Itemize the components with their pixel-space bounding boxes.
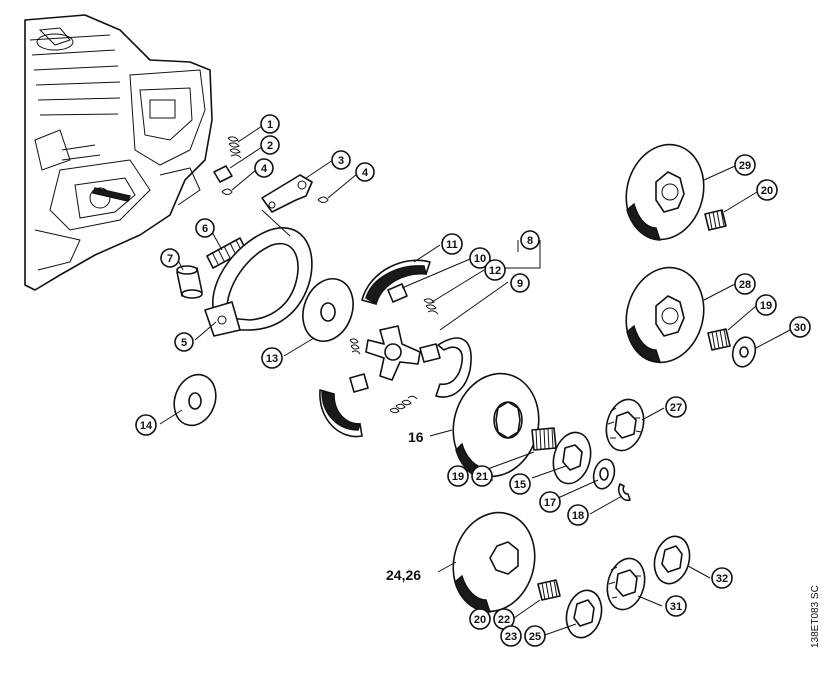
clutch-part-10	[387, 283, 408, 303]
callout-4b: 4	[355, 162, 375, 182]
svg-text:8: 8	[527, 235, 533, 247]
svg-text:28: 28	[739, 279, 751, 291]
rim-sprocket-part-31	[606, 557, 646, 611]
callout-31: 31	[665, 595, 687, 617]
callout-15: 15	[509, 473, 531, 495]
svg-text:4: 4	[261, 163, 268, 175]
svg-text:5: 5	[181, 337, 187, 349]
svg-text:30: 30	[794, 322, 806, 334]
rim-sprocket-part-32	[653, 535, 691, 585]
washer-part-13	[302, 278, 354, 342]
svg-text:14: 14	[140, 420, 153, 432]
svg-text:23: 23	[505, 631, 517, 643]
spring-small	[349, 338, 361, 355]
sleeve-part-7	[176, 265, 203, 299]
svg-text:19: 19	[452, 471, 464, 483]
callout-1: 3	[331, 150, 351, 170]
label-24-26: 24,26	[386, 567, 421, 583]
callout-9: 9	[510, 273, 530, 293]
clip-part-4	[221, 188, 233, 195]
needle-bearing-22	[537, 579, 561, 601]
svg-text:9: 9	[517, 278, 523, 290]
svg-text:6: 6	[202, 223, 208, 235]
svg-text:4: 4	[362, 167, 369, 179]
callout-20b: 20	[469, 608, 491, 630]
callout-3: 1	[260, 114, 280, 134]
pin-part-2	[213, 165, 233, 183]
needle-bearing-19	[707, 328, 731, 351]
needle-bearing-20	[704, 209, 727, 231]
svg-text:19: 19	[760, 300, 772, 312]
svg-text:12: 12	[489, 265, 501, 277]
callout-23: 23	[500, 625, 522, 647]
clutch-shoe-right	[435, 337, 472, 398]
callout-13: 13	[261, 347, 283, 369]
svg-text:7: 7	[167, 253, 173, 265]
callout-19: 19	[447, 465, 469, 487]
washer-part-14	[173, 373, 217, 427]
rim-sprocket-part-25	[565, 589, 603, 639]
callout-2: 2	[260, 135, 280, 155]
spring-part-12	[423, 298, 439, 315]
leader-lines	[159, 125, 791, 637]
callout-6: 6	[195, 218, 215, 238]
reference-code: 138ET083 SC	[810, 585, 821, 648]
svg-text:18: 18	[572, 510, 584, 522]
callout-14: 14	[135, 414, 157, 436]
svg-text:2: 2	[267, 140, 273, 152]
clutch-carrier	[365, 325, 421, 381]
callout-5: 5	[174, 332, 194, 352]
callout-25: 25	[524, 625, 546, 647]
svg-text:17: 17	[544, 497, 556, 509]
svg-text:21: 21	[476, 471, 488, 483]
callout-7: 7	[160, 248, 180, 268]
callout-12: 12	[484, 259, 506, 281]
svg-text:10: 10	[474, 253, 486, 265]
brake-band-icon	[204, 209, 313, 337]
callout-28: 28	[734, 273, 756, 295]
callout-8: 8	[520, 230, 540, 250]
svg-text:25: 25	[529, 631, 541, 643]
needle-bearing	[531, 427, 557, 451]
callout-22: 22	[493, 608, 515, 630]
callout-30: 30	[789, 316, 811, 338]
clutch-drum-icon-29	[625, 143, 705, 241]
svg-text:1: 1	[267, 119, 273, 131]
rim-sprocket-part-15	[552, 431, 592, 485]
svg-text:3: 3	[338, 155, 344, 167]
callout-19b: 19	[755, 294, 777, 316]
svg-text:31: 31	[670, 601, 682, 613]
callout-21: 21	[471, 465, 493, 487]
spring-icon	[227, 136, 242, 159]
label-16: 16	[408, 429, 424, 445]
engine-housing-icon	[24, 14, 213, 291]
callout-32: 32	[711, 567, 733, 589]
svg-text:20: 20	[761, 185, 773, 197]
callout-11: 11	[441, 233, 463, 255]
spring-lower	[389, 395, 418, 414]
callout-18: 18	[567, 504, 589, 526]
clip-part-18	[617, 483, 631, 502]
svg-text:13: 13	[266, 353, 278, 365]
clip-part-4b	[317, 196, 329, 203]
callout-20: 20	[756, 179, 778, 201]
svg-text:22: 22	[498, 614, 510, 626]
clutch-drum-icon-24-26	[452, 511, 536, 613]
callout-17: 17	[539, 491, 561, 513]
svg-text:29: 29	[739, 160, 751, 172]
callout-29: 29	[734, 154, 756, 176]
callout-10: 10	[469, 247, 491, 269]
svg-text:27: 27	[670, 402, 682, 414]
svg-text:20: 20	[474, 614, 486, 626]
callout-27: 27	[665, 396, 687, 418]
callout-4: 4	[254, 158, 274, 178]
rim-sprocket-part-27	[605, 398, 645, 452]
svg-text:32: 32	[716, 573, 728, 585]
svg-text:15: 15	[514, 479, 526, 491]
clutch-drum-icon-16	[452, 372, 540, 481]
clutch-drum-icon-28	[625, 266, 705, 364]
svg-text:11: 11	[446, 239, 458, 251]
